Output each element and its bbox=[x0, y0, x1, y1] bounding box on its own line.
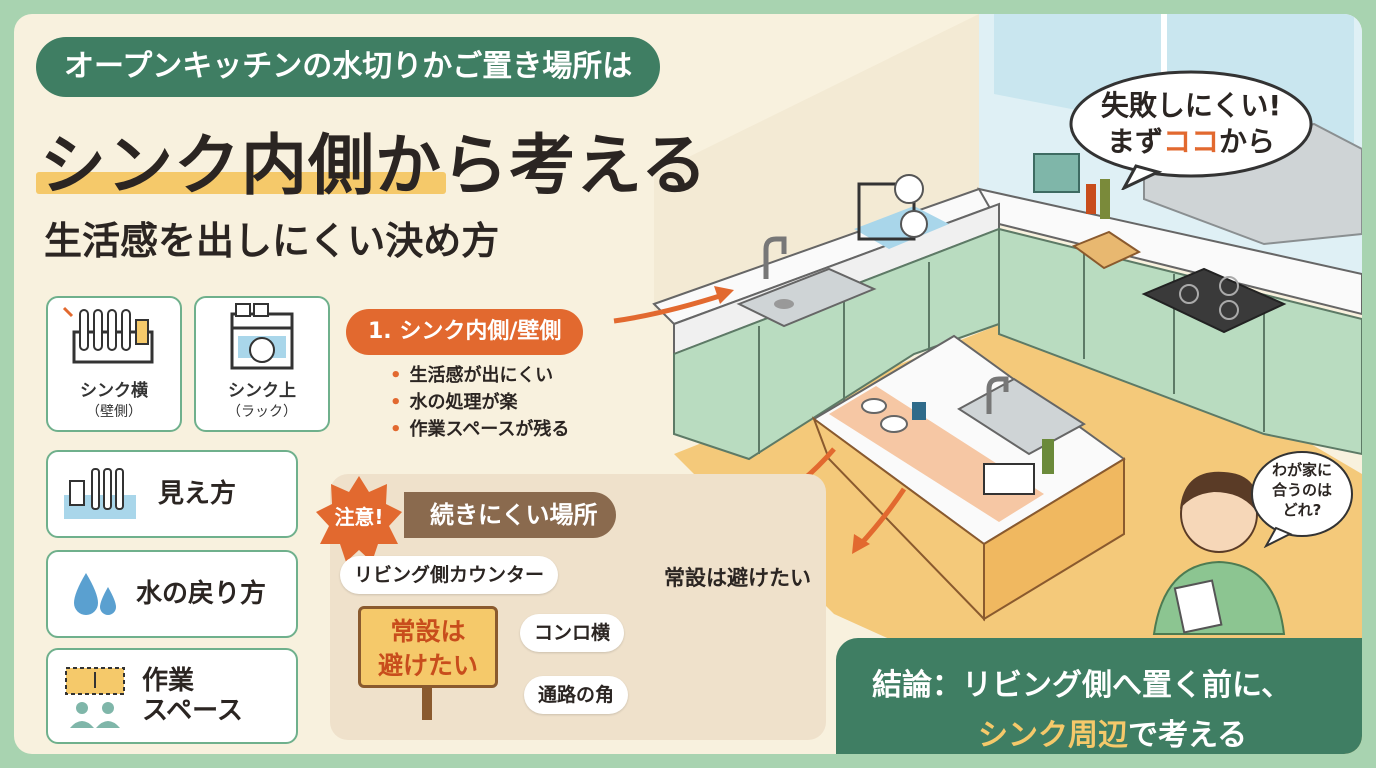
criterion-appearance[interactable]: 見え方 bbox=[46, 450, 298, 538]
criterion-workspace-label-2: スペース bbox=[142, 696, 243, 726]
avoid-label: 常設は避けたい bbox=[664, 566, 811, 590]
person-speech-text: わが家に 合うのは どれ? bbox=[1248, 460, 1356, 520]
water-drops-icon bbox=[74, 573, 116, 615]
card-sink-top-sublabel: （ラック） bbox=[227, 404, 297, 420]
person-speech-line3: どれ? bbox=[1282, 501, 1322, 519]
place-stove-side: コンロ横 bbox=[520, 614, 625, 652]
cabinets-right bbox=[998, 227, 1362, 456]
avoid-sign-line1: 常設は bbox=[390, 617, 466, 646]
workspace-icon bbox=[65, 667, 125, 728]
person-notebook bbox=[1173, 579, 1223, 634]
benefit-item: 水の処理が楽 bbox=[390, 389, 569, 416]
step-label: 1. シンク内側/壁側 bbox=[346, 309, 584, 355]
speech-bubble-text: 失敗しにくい! まずココから bbox=[1066, 88, 1316, 160]
island-dish-rack bbox=[983, 463, 1035, 495]
speech-line1: 失敗しにくい! bbox=[1100, 89, 1282, 122]
caution-badge: 注意! bbox=[334, 505, 384, 529]
counter-caddy bbox=[1033, 153, 1080, 193]
cutting-board bbox=[1071, 230, 1142, 270]
card-sink-side[interactable]: シンク横 （壁側） bbox=[46, 296, 182, 432]
caution-header: 続きにくい場所 bbox=[404, 492, 616, 538]
dish-rack-icon bbox=[62, 306, 154, 364]
infographic-frame: オープンキッチンの水切りかご置き場所は シンク内側から考える 生活感を出しにくい… bbox=[14, 14, 1362, 754]
arrow-to-sink bbox=[613, 291, 727, 324]
speech-line2-pre: まず bbox=[1106, 125, 1163, 158]
sink-rack-icon bbox=[230, 303, 294, 370]
conclusion-line2: シンク周辺で考える bbox=[978, 710, 1247, 754]
caution-burst-icon bbox=[316, 476, 402, 562]
dishes-view-icon bbox=[64, 468, 136, 519]
avoid-sign: 常設は 避けたい bbox=[358, 606, 498, 688]
conclusion-line1: 結論：リビング側へ置く前に、 bbox=[872, 668, 1292, 703]
card-sink-top[interactable]: シンク上 （ラック） bbox=[194, 296, 330, 432]
person-hair bbox=[1180, 471, 1259, 514]
criterion-workspace[interactable]: 作業 スペース bbox=[46, 648, 298, 744]
speech-line2: まずココから bbox=[1066, 124, 1316, 160]
gas-stove bbox=[1141, 267, 1287, 334]
back-faucet bbox=[763, 236, 787, 279]
title-highlight bbox=[36, 172, 446, 194]
person-speech-bubble bbox=[1251, 451, 1353, 548]
avoid-sign-line2: 避けたい bbox=[377, 651, 478, 680]
person-speech-line1: わが家に bbox=[1271, 461, 1332, 479]
card-sink-top-label: シンク上 bbox=[228, 381, 296, 401]
speech-bubble bbox=[1069, 70, 1313, 190]
back-sink bbox=[736, 267, 877, 328]
place-aisle-corner: 通路の角 bbox=[524, 676, 629, 714]
conclusion-box bbox=[836, 638, 1362, 754]
speech-line2-accent: ココ bbox=[1162, 125, 1219, 158]
criterion-water[interactable]: 水の戻り方 bbox=[46, 550, 298, 638]
card-sink-side-sublabel: （壁側） bbox=[86, 404, 142, 420]
conclusion-accent: シンク周辺 bbox=[978, 718, 1128, 753]
place-living-counter: リビング側カウンター bbox=[340, 556, 559, 594]
island-faucet bbox=[986, 376, 1009, 414]
island-side-right bbox=[983, 457, 1125, 621]
benefit-item: 生活感が出にくい bbox=[390, 362, 569, 389]
person-speech-line2: 合うのは bbox=[1271, 481, 1332, 499]
header-pill: オープンキッチンの水切りかご置き場所は bbox=[36, 37, 661, 97]
benefit-item: 作業スペースが残る bbox=[390, 416, 570, 443]
card-sink-side-label: シンク横 bbox=[80, 381, 148, 401]
benefit-list: 生活感が出にくい 水の処理が楽 作業スペースが残る bbox=[390, 362, 570, 443]
conclusion-line2-post: で考える bbox=[1128, 718, 1248, 753]
criterion-workspace-label-1: 作業 bbox=[142, 666, 195, 696]
page-title: シンク内側から考える bbox=[40, 127, 709, 204]
page-subtitle: 生活感を出しにくい決め方 bbox=[44, 219, 500, 263]
criterion-appearance-label: 見え方 bbox=[158, 479, 237, 509]
speech-line2-post: から bbox=[1219, 125, 1276, 158]
criterion-water-label: 水の戻り方 bbox=[136, 579, 267, 609]
range-hood bbox=[1143, 122, 1362, 246]
sign-post bbox=[422, 688, 432, 720]
